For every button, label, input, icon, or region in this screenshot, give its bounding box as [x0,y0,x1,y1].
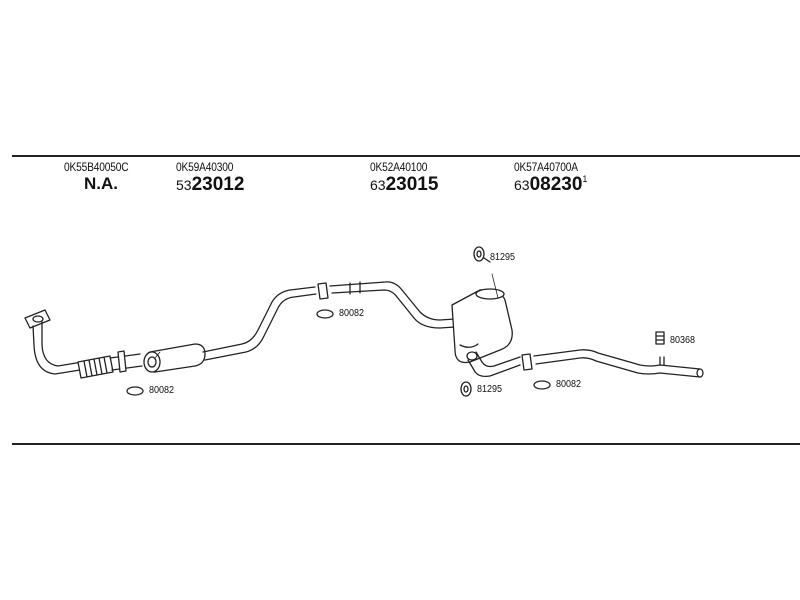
article-number: 6323015 [370,174,439,195]
gasket-rear-label: 80082 [556,379,582,390]
bottom-divider [12,443,800,445]
hanger-bottom-label: 81295 [477,384,503,395]
clamp-callout-icon [655,331,665,345]
front-downpipe [32,321,83,375]
part-front-silencer[interactable]: 0K59A40300 5323012 [176,160,244,196]
clamp-mid-icon [317,282,329,300]
gasket-mid-label: 80082 [339,308,365,319]
article-number: 5323012 [176,174,245,195]
front-flange-icon [24,309,51,329]
oe-number: 0K55B40050C [64,160,129,174]
oe-number: 0K52A40100 [370,160,428,174]
hanger-top-icon [473,246,491,263]
flex-pipe [77,355,114,379]
rear-silencer [451,288,513,364]
part-middle-silencer[interactable]: 0K52A40100 6323015 [370,160,438,196]
gasket-front-icon [126,386,144,396]
gasket-mid-icon [316,309,334,319]
part-front-pipe[interactable]: 0K55B40050C N.A. [64,160,140,194]
clamp-front-icon [117,350,127,373]
gasket-rear-icon [533,380,551,390]
part-rear-silencer[interactable]: 0K57A40700A 63082301 [514,160,589,196]
gasket-front-label: 80082 [149,385,175,396]
clamp-rear-label: 80368 [670,335,696,346]
oe-number: 0K59A40300 [176,160,234,174]
top-divider [12,155,800,157]
front-silencer [143,343,206,373]
article-number: N.A. [84,174,118,193]
oe-number: 0K57A40700A [514,160,578,174]
hanger-top-label: 81295 [490,252,516,263]
article-number: 63082301 [514,174,588,195]
hanger-bottom-icon [460,381,472,397]
clamp-rear-icon [521,353,533,371]
